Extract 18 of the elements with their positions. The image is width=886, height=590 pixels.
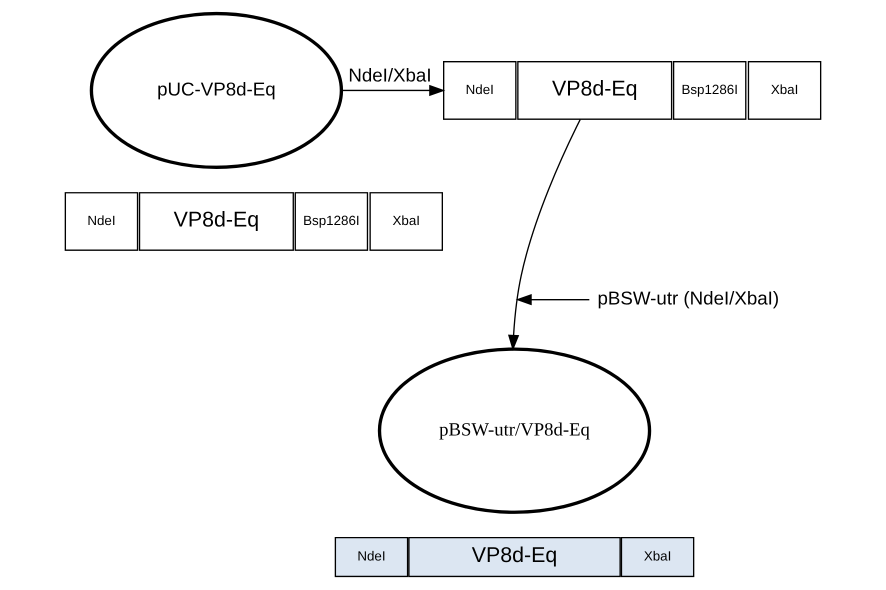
edge-label: NdeI/XbaI (348, 64, 432, 86)
node-box: Bsp1286I (672, 61, 746, 120)
arrow (508, 119, 581, 351)
node-box: NdeI (443, 61, 517, 120)
node-box: NdeI (64, 192, 138, 251)
node-box: VP8d-Eq (138, 192, 294, 251)
node-text: pBSW-utr (NdeI/XbaI) (598, 288, 780, 309)
node-box: NdeI (334, 536, 408, 578)
node-box: Bsp1286I (294, 192, 368, 251)
node-box: VP8d-Eq (517, 61, 672, 120)
node-ellipse: pUC-VP8d-Eq (90, 12, 344, 169)
node-box: XbaI (369, 192, 443, 251)
arrow (516, 294, 590, 306)
node-box: XbaI (748, 61, 822, 120)
node-box: VP8d-Eq (408, 536, 621, 578)
node-ellipse: pBSW-utr/VP8d-Eq (378, 347, 652, 514)
arrow (342, 84, 446, 96)
node-box: XbaI (620, 536, 694, 578)
